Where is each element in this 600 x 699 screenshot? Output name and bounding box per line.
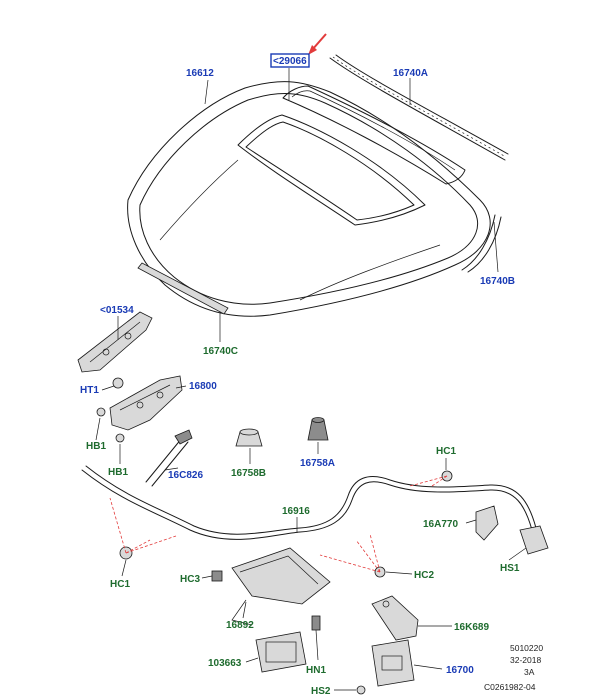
callout-103663[interactable]: 103663 xyxy=(208,658,242,669)
bump-stop-16758A xyxy=(307,417,329,441)
callout-HC1-right[interactable]: HC1 xyxy=(436,446,456,457)
leader-lines xyxy=(95,68,527,691)
clip-connection-lines xyxy=(109,475,448,573)
callout-16612[interactable]: 16612 xyxy=(186,68,214,79)
striker-bracket-103663 xyxy=(255,631,307,673)
callout-16740A[interactable]: 16740A xyxy=(393,68,428,79)
callout-16A770[interactable]: 16A770 xyxy=(423,519,458,530)
callout-16892[interactable]: 16892 xyxy=(226,620,254,631)
clip-HN1 xyxy=(311,615,321,631)
hood-panel xyxy=(127,81,491,317)
callout-16C826[interactable]: 16C826 xyxy=(168,470,203,481)
callout-HT1[interactable]: HT1 xyxy=(80,385,99,396)
reference-line-4: C0261982-04 xyxy=(484,682,536,692)
highlight-box-29066 xyxy=(270,53,310,68)
callout-HB1-lower[interactable]: HB1 xyxy=(108,467,128,478)
reference-line-1: 5010220 xyxy=(510,643,543,653)
callout-16740B[interactable]: 16740B xyxy=(480,276,515,287)
clip-HC3 xyxy=(211,570,223,582)
callout-HC1-left[interactable]: HC1 xyxy=(110,579,130,590)
seal-16740B xyxy=(461,214,502,273)
bump-stop-16758B xyxy=(235,428,263,447)
reference-line-2: 32-2018 xyxy=(510,655,541,665)
support-plate-16892 xyxy=(231,547,331,626)
callout-HC2[interactable]: HC2 xyxy=(414,570,434,581)
release-cable-16916 xyxy=(81,465,537,540)
gas-strut-16C826 xyxy=(145,429,193,487)
bracket-16K689 xyxy=(371,595,419,641)
seal-16740C xyxy=(137,262,229,315)
callout-HC3[interactable]: HC3 xyxy=(180,574,200,585)
callout-01534[interactable]: <01534 xyxy=(100,305,134,316)
callout-16758B[interactable]: 16758B xyxy=(231,468,266,479)
hinge-bracket-01534 xyxy=(77,311,153,373)
callout-16700[interactable]: 16700 xyxy=(446,665,474,676)
seal-16740A xyxy=(329,54,509,161)
callout-HS1[interactable]: HS1 xyxy=(500,563,520,574)
callout-16758A[interactable]: 16758A xyxy=(300,458,335,469)
callout-HN1[interactable]: HN1 xyxy=(306,665,326,676)
callout-16K689[interactable]: 16K689 xyxy=(454,622,489,633)
red-arrow-icon xyxy=(308,33,327,55)
callout-29066[interactable]: <29066 xyxy=(273,56,307,67)
callout-HS2[interactable]: HS2 xyxy=(311,686,331,697)
callout-16800[interactable]: 16800 xyxy=(189,381,217,392)
latch-16700 xyxy=(371,639,415,687)
hood-seal-29066 xyxy=(282,85,466,185)
callout-16740C[interactable]: 16740C xyxy=(203,346,238,357)
switch-16A770 xyxy=(441,470,549,555)
hinge-16800 xyxy=(96,375,183,443)
callout-16916[interactable]: 16916 xyxy=(282,506,310,517)
reference-line-3: 3A xyxy=(524,667,535,677)
callout-HB1-upper[interactable]: HB1 xyxy=(86,441,106,452)
screw-HS2 xyxy=(356,685,366,695)
